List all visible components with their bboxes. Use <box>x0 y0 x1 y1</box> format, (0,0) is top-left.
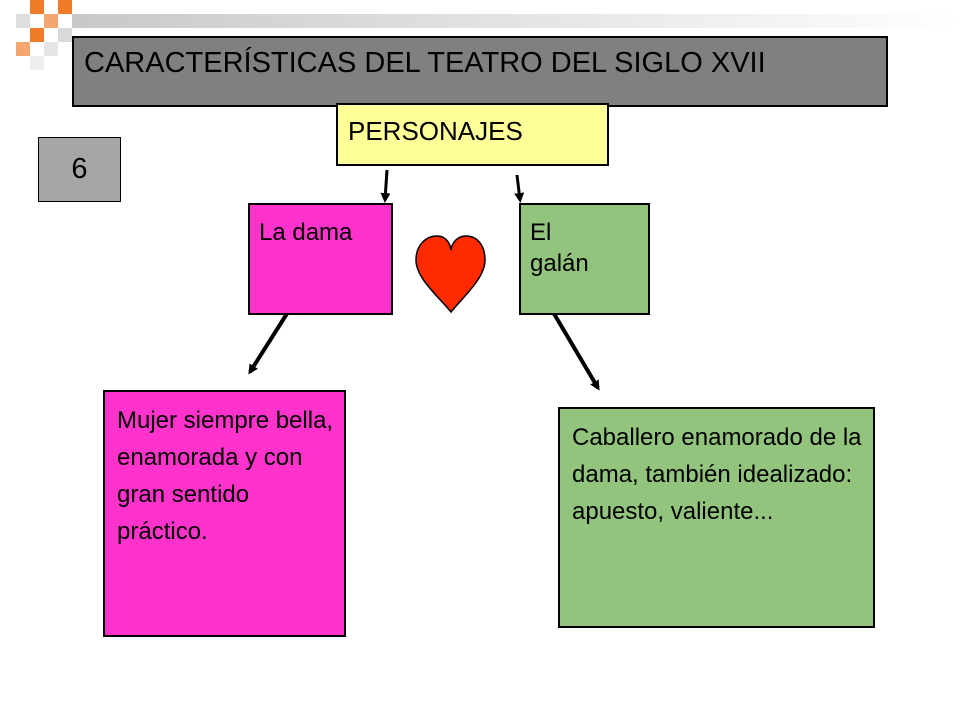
slide-number: 6 <box>71 153 88 185</box>
deco-square <box>30 0 44 14</box>
title-box: CARACTERÍSTICAS DEL TEATRO DEL SIGLO XVI… <box>72 36 888 107</box>
node-dama: La dama <box>248 203 393 315</box>
deco-square <box>30 56 44 70</box>
title-gradient-bar <box>72 14 960 28</box>
deco-square <box>44 42 58 56</box>
node-dama-description: Mujer siempre bella, enamorada y con gra… <box>103 390 346 637</box>
deco-square <box>30 28 44 42</box>
deco-square <box>16 42 30 56</box>
node-galan-description: Caballero enamorado de la dama, también … <box>558 407 875 628</box>
dama-description-text: Mujer siempre bella, enamorada y con gra… <box>117 407 334 545</box>
slide-number-box: 6 <box>38 137 121 202</box>
arrow-galan-to-description <box>551 310 600 391</box>
page-title: CARACTERÍSTICAS DEL TEATRO DEL SIGLO XVI… <box>84 47 766 79</box>
galan-description-text: Caballero enamorado de la dama, también … <box>572 424 862 525</box>
arrow-category-to-dama <box>380 169 391 203</box>
deco-square <box>16 14 30 28</box>
category-box: PERSONAJES <box>336 103 609 166</box>
node-galan-label: El galán <box>530 219 589 277</box>
heart-icon <box>415 235 486 314</box>
deco-square <box>58 0 72 14</box>
category-label: PERSONAJES <box>348 116 523 146</box>
arrow-category-to-galan <box>514 174 525 203</box>
deco-square <box>44 14 58 28</box>
arrow-dama-to-description <box>248 310 290 375</box>
deco-square <box>58 28 72 42</box>
node-dama-label: La dama <box>259 219 353 246</box>
node-galan: El galán <box>519 203 650 315</box>
